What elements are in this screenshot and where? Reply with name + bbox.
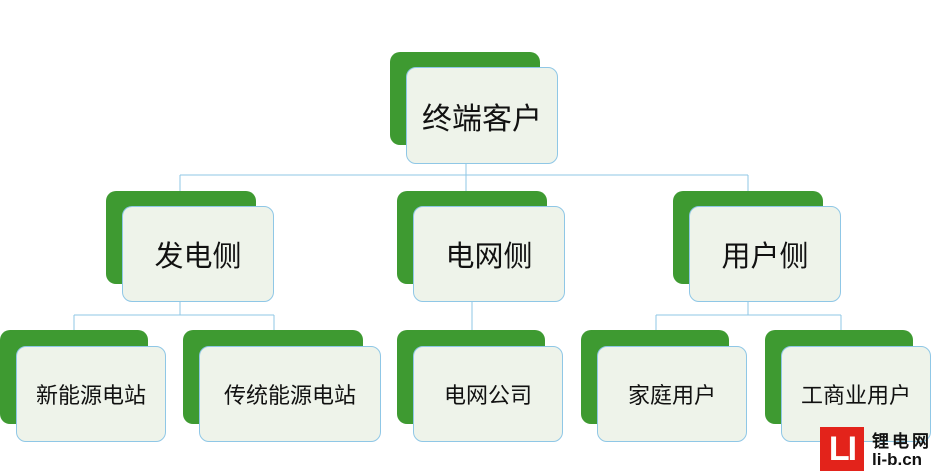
node-grid-company-label: 电网公司 [413,346,563,442]
node-traditional-energy-station: 传统能源电站 [183,330,381,442]
node-household-user-label: 家庭用户 [597,346,747,442]
node-grid-company: 电网公司 [397,330,563,442]
watermark-logo: LI 锂电网 li-b.cn [820,425,936,474]
node-root: 终端客户 [390,52,558,164]
logo-site-url: li-b.cn [872,450,923,469]
node-grid-side: 电网侧 [397,191,565,302]
node-traditional-energy-station-label: 传统能源电站 [199,346,381,442]
node-household-user: 家庭用户 [581,330,747,442]
node-grid-side-label: 电网侧 [413,206,565,302]
node-user-side-label: 用户侧 [689,206,841,302]
logo-mark: LI [820,427,864,471]
node-root-label: 终端客户 [406,67,558,164]
node-new-energy-station-label: 新能源电站 [16,346,166,442]
logo-site-name: 锂电网 [872,432,932,452]
node-commercial-user-label: 工商业用户 [781,346,931,442]
node-new-energy-station: 新能源电站 [0,330,166,442]
node-user-side: 用户侧 [673,191,841,302]
node-commercial-user: 工商业用户 [765,330,931,442]
node-generation-side: 发电侧 [106,191,274,302]
node-generation-side-label: 发电侧 [122,206,274,302]
